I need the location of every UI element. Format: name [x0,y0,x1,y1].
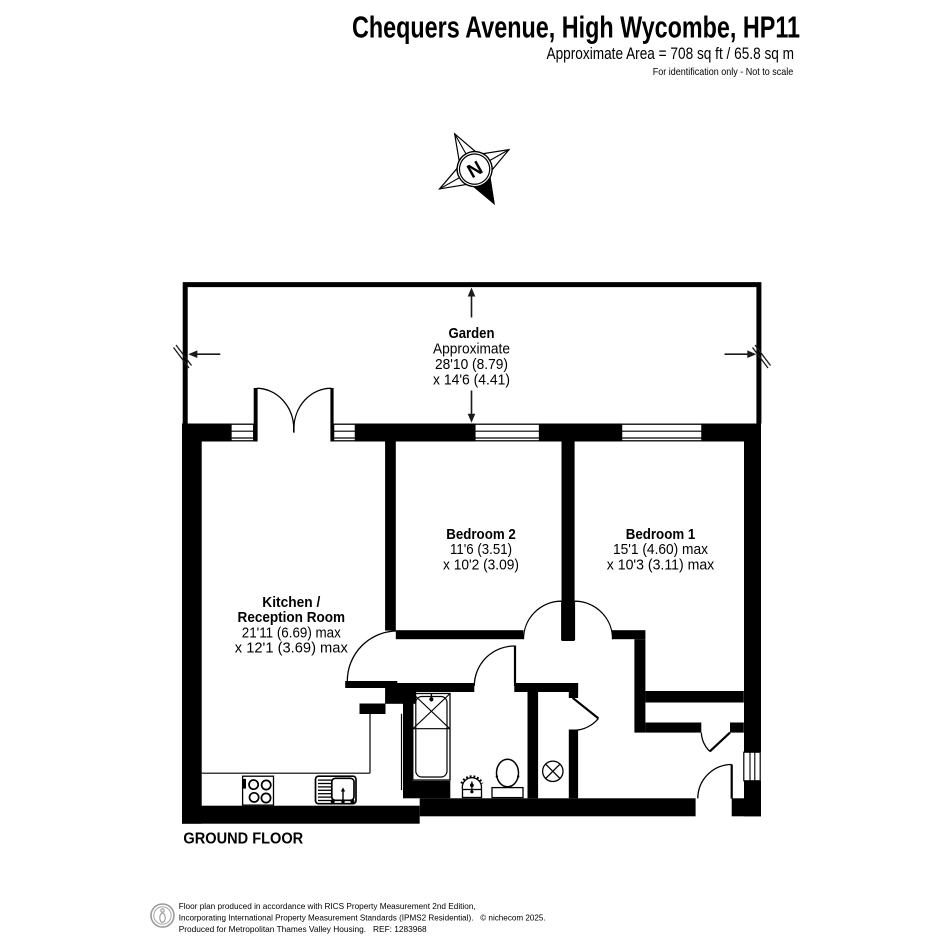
svg-text:x 14'6 (4.41): x 14'6 (4.41) [433,372,510,389]
svg-text:11'6 (3.51): 11'6 (3.51) [450,541,512,558]
svg-text:21'11 (6.69) max: 21'11 (6.69) max [242,625,341,642]
svg-text:Floor plan produced in accorda: Floor plan produced in accordance with R… [179,901,476,911]
svg-text:x 10'2 (3.09): x 10'2 (3.09) [443,556,519,573]
svg-text:Garden: Garden [449,325,495,342]
svg-text:Kitchen /: Kitchen / [262,594,321,611]
svg-text:Chequers Avenue, High Wycombe,: Chequers Avenue, High Wycombe, HP11 [352,11,800,45]
svg-text:For identification only - Not: For identification only - Not to scale [653,66,794,78]
svg-text:28'10 (8.79): 28'10 (8.79) [435,356,508,373]
svg-text:Bedroom 2: Bedroom 2 [446,526,516,543]
svg-text:Incorporating International Pr: Incorporating International Property Mea… [179,913,546,923]
svg-text:Bedroom 1: Bedroom 1 [626,526,696,543]
svg-text:Reception Room: Reception Room [238,609,346,626]
svg-text:Produced for Metropolitan Tham: Produced for Metropolitan Thames Valley … [179,924,427,934]
svg-text:Approximate Area = 708 sq ft /: Approximate Area = 708 sq ft / 65.8 sq m [547,44,795,63]
svg-text:15'1 (4.60) max: 15'1 (4.60) max [613,541,708,558]
svg-text:GROUND FLOOR: GROUND FLOOR [183,830,303,847]
svg-text:x 12'1 (3.69) max: x 12'1 (3.69) max [235,640,348,657]
svg-text:Approximate: Approximate [433,341,510,358]
svg-text:x 10'3 (3.11) max: x 10'3 (3.11) max [607,556,715,573]
